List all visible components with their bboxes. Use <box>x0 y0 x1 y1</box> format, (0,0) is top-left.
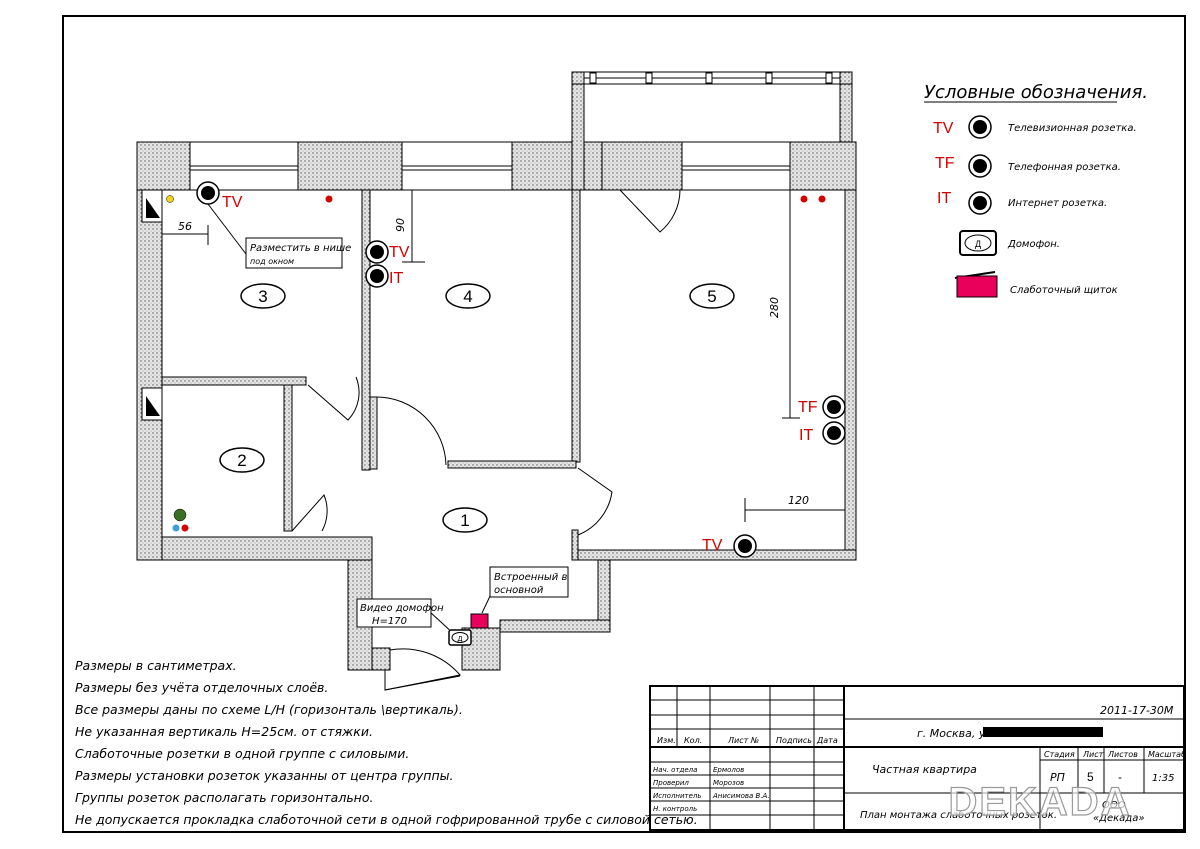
callout-builtin: Встроенный в основной <box>481 566 569 614</box>
legend-title: Условные обозначения. <box>924 82 1148 103</box>
sheet-frame <box>62 15 1186 833</box>
svg-text:Телефонная розетка.: Телефонная розетка. <box>1008 162 1121 173</box>
power-socket-icon <box>181 524 189 532</box>
svg-text:под окном: под окном <box>250 257 294 266</box>
watermark-logo: DEKADA <box>948 780 1131 824</box>
svg-text:IT: IT <box>937 190 951 207</box>
svg-text:«Декада»: «Декада» <box>1093 813 1145 824</box>
room-number: 2 <box>237 451 246 470</box>
svg-text:1:35: 1:35 <box>1152 773 1174 784</box>
callout-video-intercom: Видео домофон H=170 <box>356 598 456 636</box>
internet-socket-icon <box>822 421 846 445</box>
socket-label-tf: TF <box>798 399 818 416</box>
svg-text:Стадия: Стадия <box>1044 750 1075 759</box>
note-line: Все размеры даны по схеме L/H (горизонта… <box>75 702 463 717</box>
internet-socket-icon <box>365 264 389 288</box>
svg-text:Разместить в нише: Разместить в нише <box>250 243 351 254</box>
svg-text:Интернет розетка.: Интернет розетка. <box>1008 198 1107 209</box>
room-number: 1 <box>460 511 469 530</box>
intercom-icon: Д <box>448 629 472 646</box>
socket-label-tv: TV <box>389 244 410 261</box>
svg-text:-: - <box>1118 770 1122 784</box>
note-line: Не допускается прокладка слаботочной сет… <box>75 812 698 827</box>
note-line: Не указанная вертикаль H=25см. от стяжки… <box>75 724 373 739</box>
tv-socket-icon <box>733 534 757 558</box>
room-number: 5 <box>707 287 716 306</box>
svg-text:Дата: Дата <box>816 736 838 745</box>
power-socket-icon <box>173 508 187 522</box>
socket-label-tv: TV <box>702 537 723 554</box>
svg-text:Морозов: Морозов <box>713 779 744 787</box>
room-number: 4 <box>463 287 472 306</box>
power-socket-icon <box>325 195 333 203</box>
svg-text:Проверил: Проверил <box>653 779 689 787</box>
svg-text:РП: РП <box>1050 771 1065 784</box>
svg-text:Н. контроль: Н. контроль <box>653 805 697 813</box>
svg-text:Изм.: Изм. <box>657 736 676 745</box>
svg-text:Нач. отдела: Нач. отдела <box>653 766 697 774</box>
drawing-code: 2011-17-30М <box>1100 704 1174 717</box>
svg-text:Видео домофон: Видео домофон <box>360 603 444 614</box>
object-name: Частная квартира <box>872 763 977 776</box>
dimension-56: 56 <box>178 220 192 233</box>
tv-socket-icon <box>196 181 220 205</box>
power-socket-icon <box>166 195 174 203</box>
svg-text:Анисимова В.А.: Анисимова В.А. <box>712 792 770 800</box>
svg-text:Д: Д <box>975 239 981 249</box>
svg-text:5: 5 <box>1087 770 1094 784</box>
svg-text:Д: Д <box>458 636 463 643</box>
svg-text:Подпись: Подпись <box>776 736 812 745</box>
callout-niche: Разместить в нише под окном <box>207 203 351 269</box>
dimension-90: 90 <box>394 218 407 232</box>
low-voltage-panel-icon <box>470 613 489 629</box>
power-socket-icon <box>818 195 826 203</box>
note-line: Группы розеток располагать горизонтально… <box>75 790 373 805</box>
dimension-280: 280 <box>768 297 781 318</box>
svg-text:Встроенный в: Встроенный в <box>494 572 567 583</box>
power-socket-icon <box>172 524 180 532</box>
svg-text:TV: TV <box>933 120 954 137</box>
svg-text:Листов: Листов <box>1107 750 1138 759</box>
svg-text:Лист №: Лист № <box>727 736 759 745</box>
dimension-120: 120 <box>788 494 809 507</box>
socket-label-tv: TV <box>222 194 243 211</box>
dimension-lines <box>162 189 845 522</box>
svg-text:основной: основной <box>494 585 544 596</box>
svg-text:Кол.: Кол. <box>684 736 702 745</box>
notes: Размеры в сантиметрах. Размеры без учёта… <box>75 658 698 827</box>
svg-text:TF: TF <box>935 155 955 172</box>
legend: Условные обозначения. TV Телевизионная р… <box>924 82 1148 298</box>
title-block-text: 2011-17-30М г. Москва, ул. Изм. Кол. Лис… <box>653 704 1186 824</box>
svg-text:ООО: ООО <box>1102 800 1126 811</box>
electrical-panel-icon <box>141 189 163 421</box>
svg-text:H=170: H=170 <box>372 616 407 627</box>
svg-text:Ермолов: Ермолов <box>713 766 744 774</box>
svg-text:Слаботочный щиток: Слаботочный щиток <box>1010 284 1118 296</box>
note-line: Размеры установки розеток указанны от це… <box>75 768 453 783</box>
svg-text:Исполнитель: Исполнитель <box>653 792 702 800</box>
sheet-title: План монтажа слаботочных розеток. <box>860 809 1057 821</box>
tv-socket-icon <box>365 240 389 264</box>
doors <box>291 189 681 691</box>
svg-text:Масштаб: Масштаб <box>1148 750 1186 759</box>
svg-text:Домофон.: Домофон. <box>1007 239 1060 250</box>
redaction-bar <box>983 727 1103 737</box>
socket-label-it: IT <box>389 270 403 287</box>
title-block <box>649 685 1185 831</box>
note-line: Размеры в сантиметрах. <box>75 658 237 673</box>
power-socket-icon <box>800 195 808 203</box>
room-labels: 1 2 3 4 5 <box>219 283 735 533</box>
socket-label-it: IT <box>799 427 813 444</box>
svg-text:Лист: Лист <box>1082 750 1104 759</box>
svg-text:Телевизионная розетка.: Телевизионная розетка. <box>1008 123 1137 134</box>
phone-socket-icon <box>822 395 846 419</box>
note-line: Слаботочные розетки в одной группе с сил… <box>75 746 409 761</box>
note-line: Размеры без учёта отделочных слоёв. <box>75 680 328 695</box>
address: г. Москва, ул. <box>917 727 996 740</box>
low-voltage-panel-icon <box>956 275 998 298</box>
walls <box>136 71 857 671</box>
room-number: 3 <box>258 287 267 306</box>
